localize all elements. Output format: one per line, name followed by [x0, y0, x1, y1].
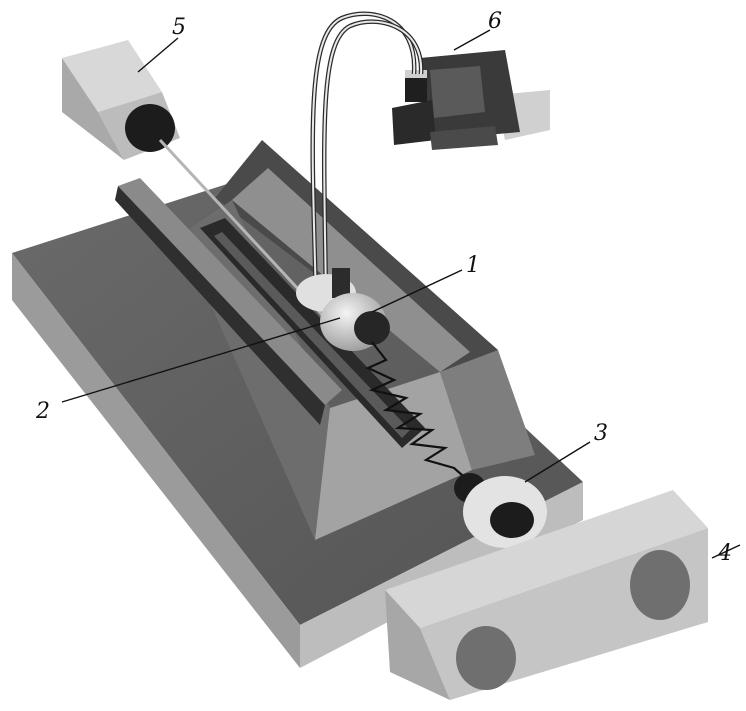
light-box-top	[62, 40, 162, 112]
guide-rail	[115, 178, 425, 448]
leader-lines	[61, 29, 741, 559]
housing-right-face	[440, 350, 535, 470]
callout-2: 2	[35, 399, 50, 424]
leader-4	[711, 544, 741, 559]
callout-6: 6	[488, 9, 502, 34]
block-lens-left	[456, 626, 516, 690]
camera-body	[392, 100, 436, 145]
signal-cable	[310, 11, 424, 301]
disc-clamp	[332, 268, 350, 298]
disc-hub	[354, 311, 390, 345]
block-lens-right	[630, 550, 690, 620]
spring	[365, 341, 471, 483]
callout-1: 1	[466, 253, 480, 278]
housing-front-face	[315, 372, 472, 540]
leader-3	[524, 441, 591, 483]
leader-2	[61, 317, 341, 403]
light-box-lens	[125, 104, 175, 152]
double-lens-block	[385, 490, 708, 700]
housing-inner-panel	[232, 168, 470, 372]
camera-box	[405, 72, 427, 102]
block-left	[385, 590, 450, 700]
monitor-screen	[430, 66, 485, 118]
callout-5: 5	[172, 15, 186, 40]
leader-6	[453, 29, 491, 51]
monitor-base	[430, 126, 498, 150]
base-front-face	[12, 253, 300, 668]
cable-inner-2	[323, 20, 423, 301]
block-top	[385, 490, 708, 628]
light-box-front	[62, 58, 124, 160]
light-source-box	[62, 40, 327, 320]
rail-top-light	[118, 178, 342, 405]
rail-groove-highlight	[214, 232, 410, 438]
leader-5	[137, 37, 179, 73]
specimen-disc	[296, 268, 390, 351]
rail-side-dark	[115, 186, 325, 425]
ring-holder	[454, 473, 547, 548]
callout-3: 3	[594, 421, 608, 446]
leader-1	[371, 269, 463, 313]
camera-monitor	[392, 50, 550, 150]
callout-4: 4	[717, 541, 732, 566]
ring-inner-shadow	[490, 502, 534, 538]
